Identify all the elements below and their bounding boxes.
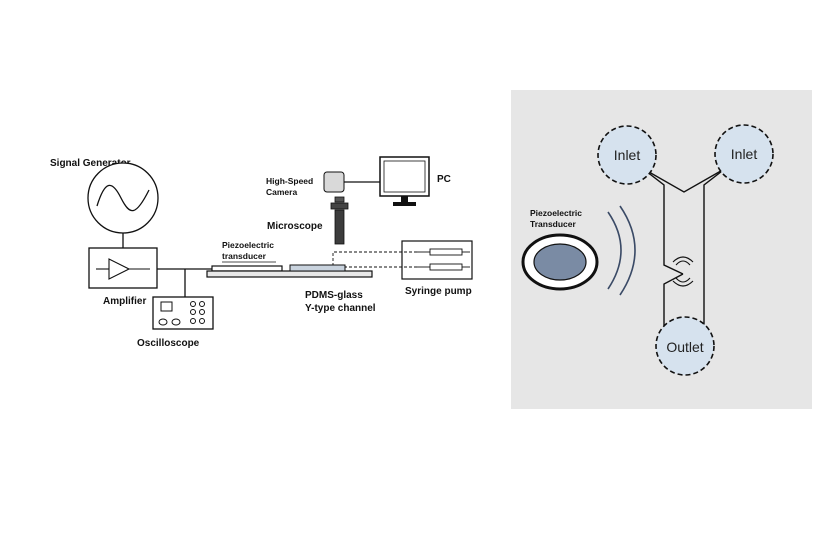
inlet-left-port	[597, 125, 657, 185]
inlet-left-label: Inlet	[614, 147, 641, 163]
oscilloscope-icon	[158, 301, 205, 326]
transducer-disc	[533, 243, 587, 281]
right-piezo-label-line1: Piezoelectric	[530, 208, 582, 218]
piezo-label-line1: Piezoelectric	[222, 240, 274, 250]
tubing-line	[332, 251, 417, 265]
y-channel-walls	[641, 167, 727, 330]
channel-label-line1: PDMS-glass	[305, 290, 363, 301]
piezo-label-line2: transducer	[222, 251, 267, 261]
inlet-right-port	[714, 124, 774, 184]
channel-label-line2: Y-type channel	[305, 303, 376, 314]
inlet-right-label: Inlet	[731, 146, 758, 162]
right-piezo-label-line2: Transducer	[530, 219, 577, 229]
acoustic-wave-icon	[607, 205, 636, 296]
sine-wave-icon	[96, 184, 150, 212]
acoustic-streaming-icon	[672, 256, 694, 287]
camera-label-line1: High-Speed	[266, 176, 313, 186]
microscope-label: Microscope	[267, 221, 323, 232]
outlet-label: Outlet	[666, 339, 703, 355]
piezo-transducer-shape	[211, 265, 283, 272]
pc-monitor-icon	[379, 156, 430, 206]
amplifier-icon	[96, 258, 150, 280]
syringe-pump-label: Syringe pump	[405, 286, 472, 297]
syringe-icon	[417, 248, 470, 256]
camera-label-line2: Camera	[266, 187, 297, 197]
channel-schematic: Inlet Inlet Outlet Piezoelectric Transdu…	[511, 90, 812, 409]
amplifier-box	[88, 247, 158, 289]
setup-diagram: Signal Generator Amplifier Oscillos	[50, 156, 473, 349]
glass-substrate	[206, 270, 373, 278]
outlet-port	[655, 316, 715, 376]
pdms-channel	[289, 264, 346, 272]
microscope-icon	[330, 196, 349, 245]
syringe-icon	[417, 263, 470, 271]
signal-generator-icon	[87, 162, 159, 234]
amplifier-label: Amplifier	[103, 296, 146, 307]
camera-icon	[323, 171, 345, 193]
pc-label: PC	[437, 174, 451, 185]
signal-generator-label: Signal Generator	[50, 158, 131, 169]
oscilloscope-label: Oscilloscope	[137, 338, 200, 349]
syringe-pump-box	[401, 240, 473, 280]
